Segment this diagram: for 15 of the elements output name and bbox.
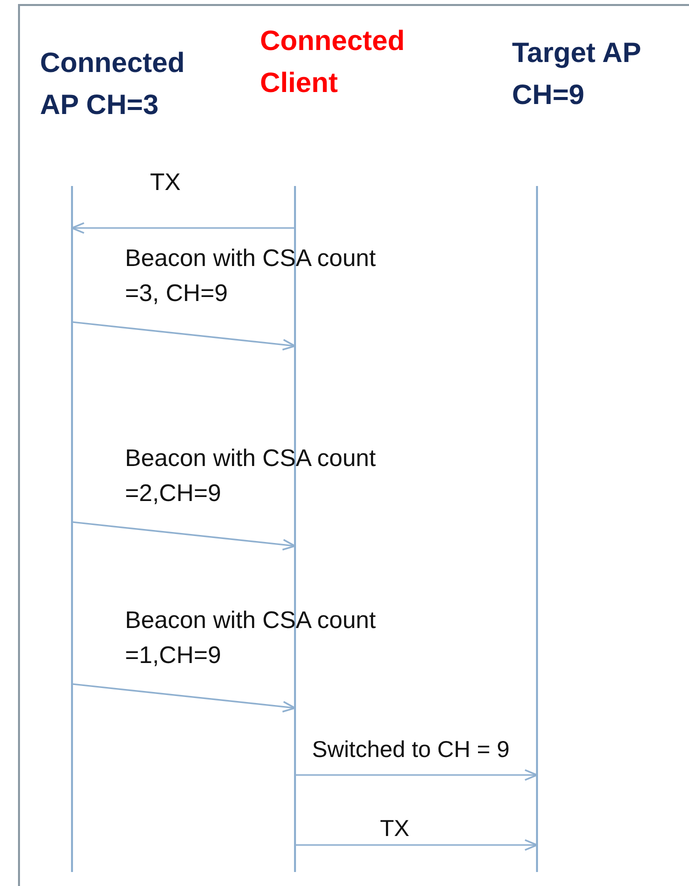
message-arrow: [295, 769, 538, 781]
message-arrow: [72, 521, 296, 550]
message-arrow: [71, 222, 295, 234]
message-label: TX: [150, 168, 182, 198]
lifeline-header: Connected Client: [260, 24, 406, 100]
message-arrow: [72, 683, 296, 712]
message-arrow: [72, 321, 296, 350]
message-label: Beacon with CSA count =3, CH=9: [125, 244, 377, 309]
message-arrow: [295, 839, 538, 851]
message-label: Beacon with CSA count =1,CH=9: [125, 606, 377, 671]
lifeline-header: Target AP CH=9: [512, 36, 642, 112]
lifeline-header: Connected AP CH=3: [40, 46, 186, 122]
message-label: TX: [380, 814, 410, 843]
message-label: Beacon with CSA count =2,CH=9: [125, 444, 377, 509]
message-label: Switched to CH = 9: [312, 735, 511, 764]
